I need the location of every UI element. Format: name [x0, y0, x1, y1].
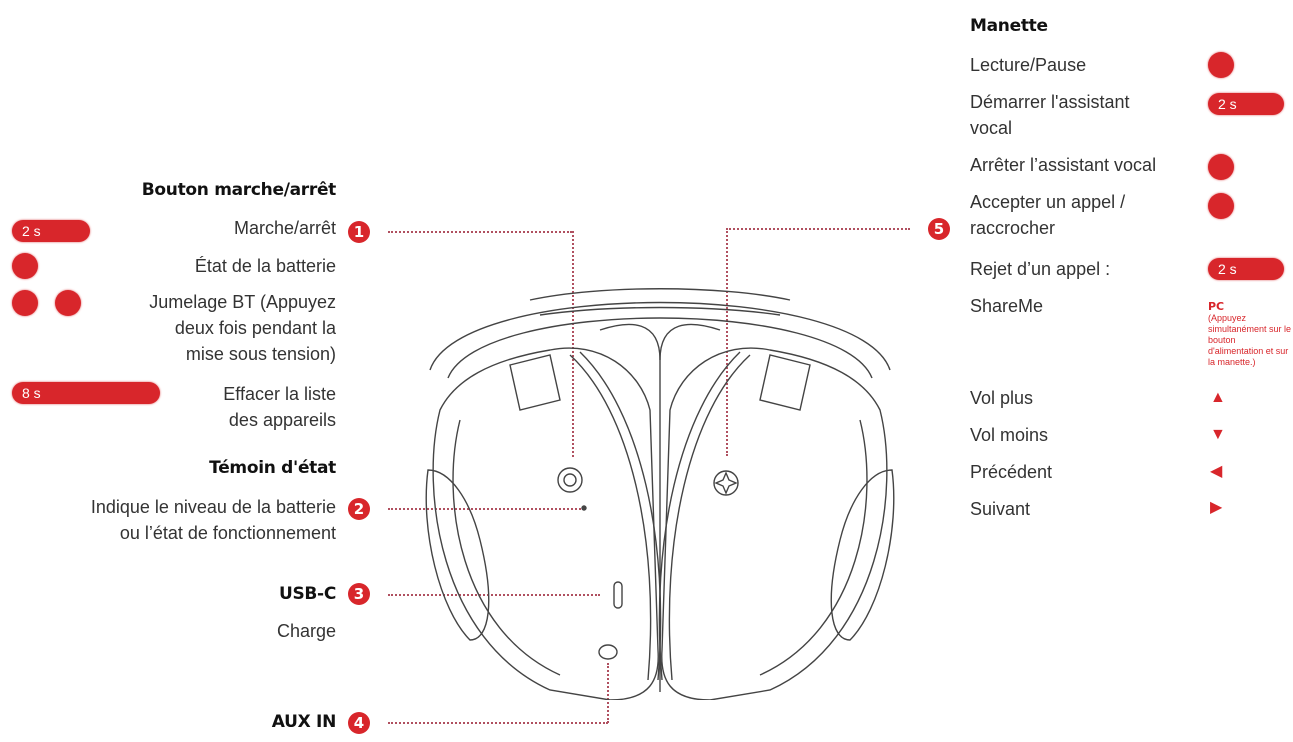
leader-line-3: [388, 594, 600, 596]
callout-badge-4: 4: [348, 712, 370, 734]
battery-status-label: État de la batterie: [194, 256, 336, 276]
callout-badge-1: 1: [348, 221, 370, 243]
leader-line-4-v: [607, 663, 609, 723]
pc-note: (Appuyez simultanément sur le bouton d'a…: [1208, 313, 1292, 367]
vol-up-label: Vol plus: [970, 388, 1034, 408]
arrow-up-icon: ▲: [1210, 389, 1226, 406]
pc-indicator: PC: [1208, 300, 1225, 313]
joystick-heading: Manette: [970, 16, 1048, 36]
status-led-heading: Témoin d'état: [209, 458, 336, 478]
shareme-label: ShareMe: [970, 296, 1044, 316]
play-pause-label: Lecture/Pause: [970, 55, 1087, 75]
accept-call-label: Accepter un appel / raccrocher: [970, 192, 1126, 238]
reject-call-label: Rejet d’un appel :: [970, 259, 1111, 279]
hold-2s-pill: 2 s: [1208, 258, 1284, 280]
leader-line-5-h: [726, 228, 910, 230]
power-button-heading: Bouton marche/arrêt: [141, 180, 337, 200]
headphones-illustration: [425, 288, 895, 700]
hold-8s-pill: 8 s: [12, 382, 160, 404]
leader-line-5-v: [726, 228, 728, 456]
callout-badge-5: 5: [928, 218, 950, 240]
hold-2s-pill: 2 s: [1208, 93, 1284, 115]
bt-pairing-label: Jumelage BT (Appuyez deux fois pendant l…: [149, 292, 336, 364]
arrow-down-icon: ▼: [1210, 426, 1226, 443]
double-press-dot-2: [55, 290, 81, 316]
previous-label: Précédent: [970, 462, 1053, 482]
start-voice-assistant-label: Démarrer l'assistant vocal: [970, 92, 1130, 138]
leader-line-2: [388, 508, 584, 510]
single-press-dot: [1208, 193, 1234, 219]
callout-badge-3: 3: [348, 583, 370, 605]
double-press-dot-1: [12, 290, 38, 316]
hold-2s-pill: 2 s: [12, 220, 90, 242]
leader-line-1-v: [572, 231, 574, 457]
leader-line-1-h: [388, 231, 572, 233]
charge-label: Charge: [276, 621, 336, 641]
arrow-left-icon: ◀: [1210, 463, 1223, 480]
callout-badge-2: 2: [348, 498, 370, 520]
single-press-dot: [1208, 52, 1234, 78]
vol-down-label: Vol moins: [970, 425, 1049, 445]
next-label: Suivant: [970, 499, 1031, 519]
single-press-dot: [1208, 154, 1234, 180]
stop-voice-assistant-label: Arrêter l’assistant vocal: [970, 155, 1157, 175]
usb-c-heading: USB-C: [278, 584, 336, 604]
clear-devices-label: Effacer la liste des appareils: [223, 384, 336, 430]
single-press-dot: [12, 253, 38, 279]
arrow-right-icon: ▶: [1210, 499, 1223, 516]
leader-line-4-h: [388, 722, 608, 724]
status-led-label: Indique le niveau de la batterie ou l’ét…: [90, 497, 336, 543]
power-on-off-label: Marche/arrêt: [233, 218, 336, 238]
aux-in-heading: AUX IN: [271, 712, 337, 732]
